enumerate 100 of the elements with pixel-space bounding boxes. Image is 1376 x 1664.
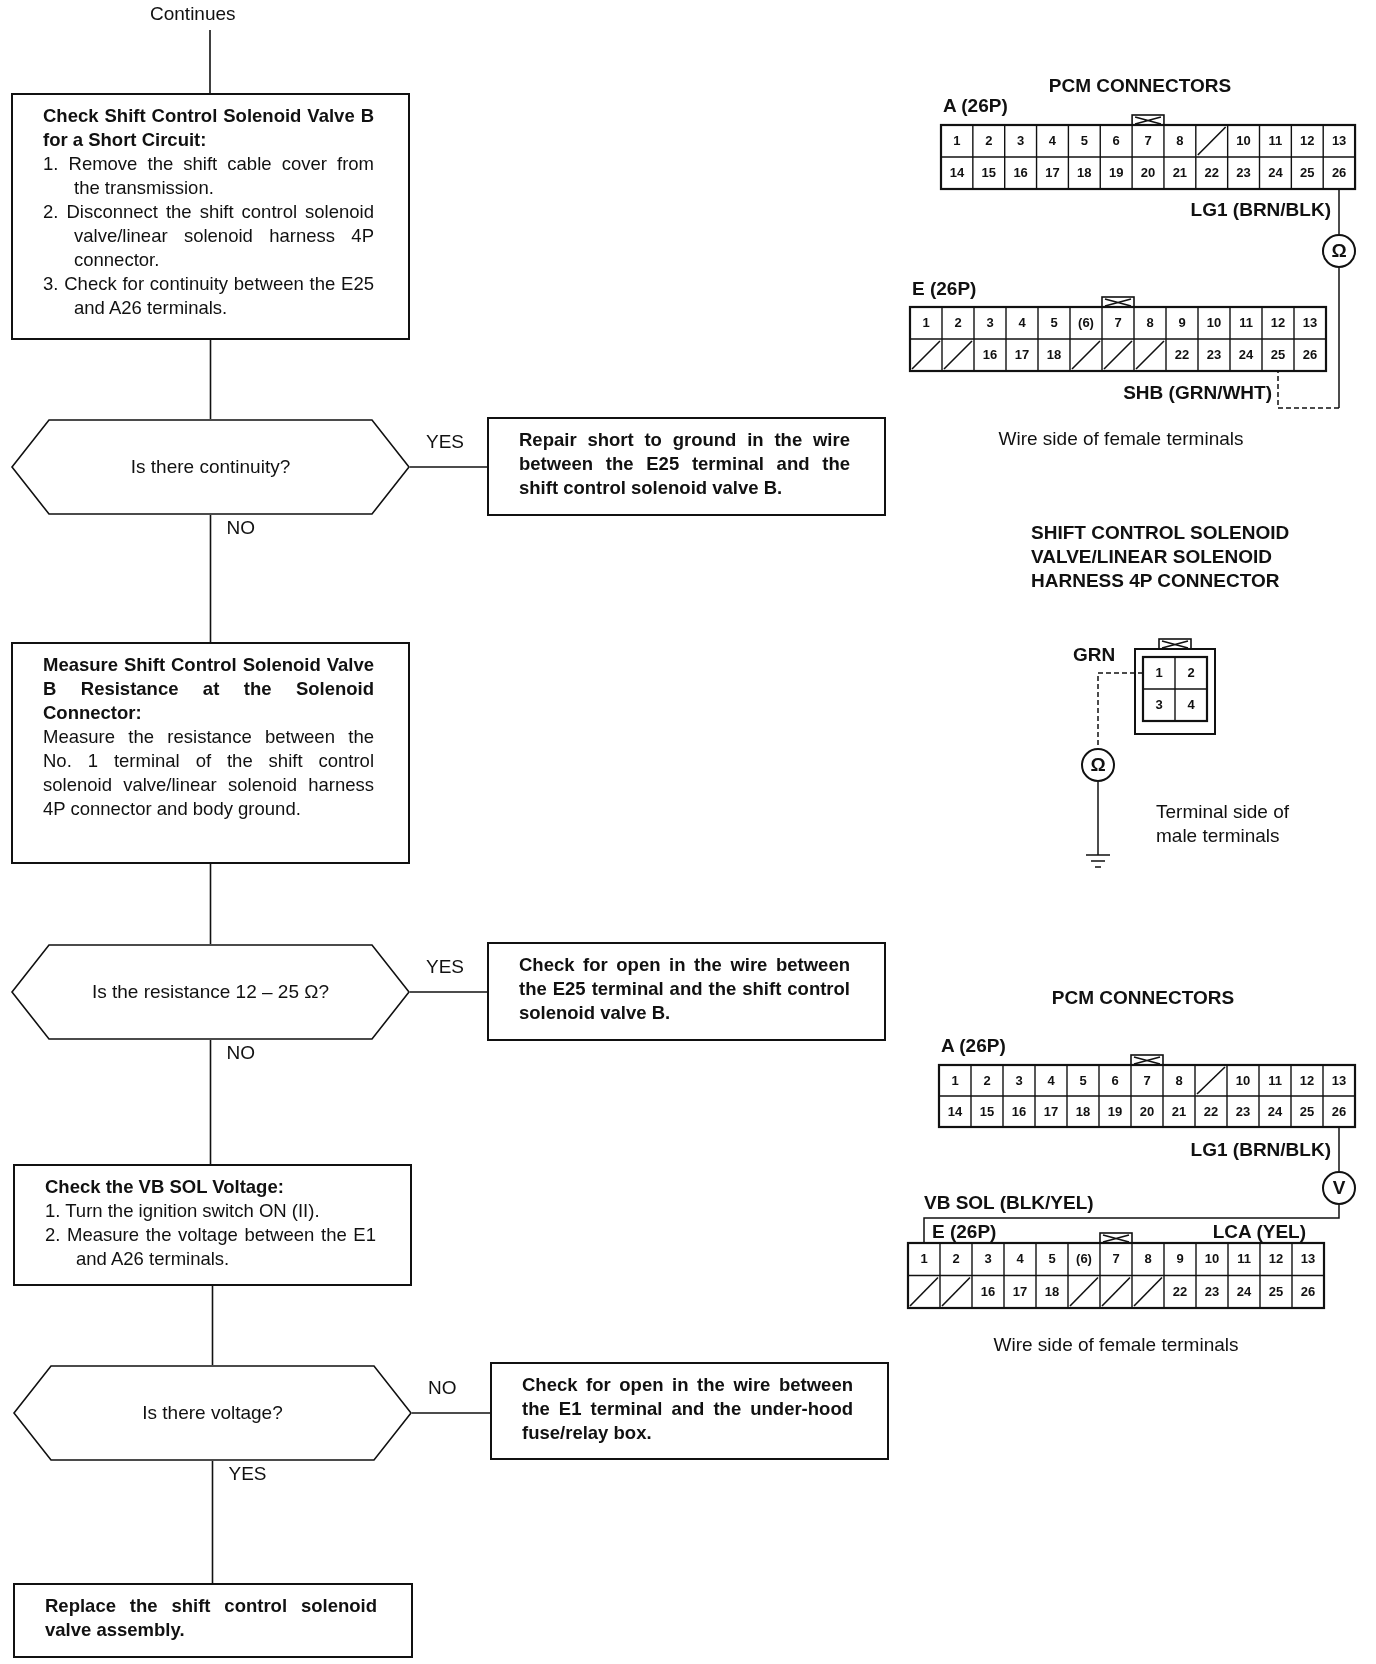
pin-number: 11 [1267, 1073, 1283, 1088]
connector-line [209, 1039, 212, 1165]
step-heading: Measure Shift Control Solenoid Valve B Resistance at the Solenoid Connector: [43, 653, 374, 725]
pin-number: 1 [921, 316, 931, 330]
pin-number: 20 [1138, 1104, 1156, 1119]
pin-number: 26 [1301, 348, 1319, 362]
pin-number: 22 [1171, 1284, 1189, 1299]
pin-number: 23 [1234, 1104, 1252, 1119]
wire-name: LG1 (BRN/BLK) [1190, 1138, 1331, 1162]
pin-number: 24 [1267, 166, 1284, 180]
pin-number: 4 [1017, 316, 1027, 330]
pin-number: 8 [1143, 1252, 1153, 1267]
connector-line [409, 991, 488, 993]
connector-name: A (26P) [941, 1034, 1006, 1058]
instruction-item: 1. Remove the shift cable cover from the transmission. [43, 152, 374, 200]
pin-number: 17 [1044, 166, 1061, 180]
pin-number: 25 [1298, 1104, 1316, 1119]
pin-number: 14 [948, 166, 966, 180]
connector-line [211, 1285, 214, 1366]
pin-number: 16 [981, 348, 999, 362]
instruction-item: 2. Disconnect the shift control solenoid valve/linear solenoid harness 4P connector. [43, 200, 374, 272]
pin-number: 13 [1299, 1252, 1317, 1267]
connector-name: E (26P) [912, 277, 977, 301]
pin-number: 12 [1269, 316, 1287, 330]
pin-number: 4 [1186, 698, 1196, 712]
pin-number: 5 [1078, 1073, 1088, 1088]
instruction-text: Measure the resistance between the No. 1 terminal of the shift control solenoid valve/linear solenoid harness 4P connector and body ground. [43, 725, 374, 821]
pin-number: 25 [1299, 166, 1316, 180]
connector-line [209, 339, 212, 420]
connector-line [209, 29, 211, 94]
wire-name: SHB (GRN/WHT) [1123, 381, 1272, 405]
pin-number: 5 [1047, 1252, 1057, 1267]
pin-number: 18 [1074, 1104, 1092, 1119]
pin-number: 12 [1267, 1252, 1285, 1267]
pin-number: 11 [1236, 1252, 1252, 1267]
pin-number: 1 [952, 134, 962, 148]
connector-line [209, 514, 212, 643]
connector-title: PCM CONNECTORS [1048, 74, 1232, 98]
pin-number: 19 [1107, 166, 1125, 180]
pin-number: 2 [982, 1073, 992, 1088]
voltmeter-symbol: V [1322, 1171, 1356, 1205]
pin-number: 1 [950, 1073, 960, 1088]
step-box [13, 1164, 412, 1286]
pin-number: 24 [1235, 1284, 1253, 1299]
wire-name: LCA (YEL) [1212, 1220, 1306, 1244]
pin-number: 8 [1175, 134, 1185, 148]
pin-number: 10 [1235, 134, 1252, 148]
ohmmeter-symbol: Ω [1322, 234, 1356, 268]
pin-number: 4 [1047, 134, 1058, 148]
pin-number: (6) [1075, 1252, 1093, 1267]
view-note: Wire side of female terminals [993, 1333, 1239, 1357]
connector-line [209, 863, 212, 945]
pin-number: 23 [1203, 1284, 1221, 1299]
decision-hexagon [11, 419, 410, 515]
pin-number: 10 [1234, 1073, 1252, 1088]
pin-number: 22 [1203, 166, 1220, 180]
pin-number: 24 [1237, 348, 1255, 362]
pin-number: 21 [1171, 166, 1189, 180]
connector-line [411, 1412, 491, 1414]
pin-number: 16 [1012, 166, 1029, 180]
pin-number: 26 [1299, 1284, 1317, 1299]
pin-number: 23 [1205, 348, 1223, 362]
pin-number: 6 [1110, 1073, 1120, 1088]
pin-number: 11 [1267, 134, 1284, 148]
pin-number: 17 [1011, 1284, 1029, 1299]
pin-number: 22 [1202, 1104, 1220, 1119]
question-text: Is there voltage? [142, 1401, 283, 1425]
pin-number: 18 [1043, 1284, 1061, 1299]
step-box [11, 642, 410, 864]
pin-number: 3 [983, 1252, 993, 1267]
pin-number: 12 [1298, 1073, 1316, 1088]
pin-number: 3 [1154, 698, 1164, 712]
pin-number: 10 [1203, 1252, 1221, 1267]
pin-number: 6 [1111, 134, 1121, 148]
pin-number: 14 [946, 1104, 964, 1119]
view-note: Wire side of female terminals [998, 427, 1244, 451]
connector-line [211, 1460, 214, 1584]
question-text: Is the resistance 12 – 25 Ω? [91, 980, 330, 1004]
step-heading: Check the VB SOL Voltage: [45, 1175, 285, 1199]
pin-number: 3 [1014, 1073, 1024, 1088]
pin-number: 13 [1330, 1073, 1348, 1088]
pin-number: 25 [1267, 1284, 1285, 1299]
action-text: Check for open in the wire between the E25 terminal and the shift control solenoid valve B. [519, 953, 850, 1025]
pin-number: 7 [1111, 1252, 1121, 1267]
pin-number: 16 [1010, 1104, 1028, 1119]
pin-number: 22 [1173, 348, 1191, 362]
pin-number: 7 [1113, 316, 1123, 330]
action-box [487, 942, 886, 1041]
question-text: Is there continuity? [130, 455, 291, 479]
pin-number: 23 [1235, 166, 1252, 180]
pin-number: 4 [1015, 1252, 1025, 1267]
wire-name: LG1 (BRN/BLK) [1190, 198, 1331, 222]
pin-number: 1 [1154, 666, 1164, 680]
wire-name: VB SOL (BLK/YEL) [924, 1191, 1094, 1215]
pin-number: 13 [1301, 316, 1319, 330]
pin-number: 15 [980, 166, 997, 180]
pin-number: 21 [1170, 1104, 1188, 1119]
pin-number: 13 [1330, 134, 1348, 148]
instruction-item: 1. Turn the ignition switch ON (II). [45, 1199, 321, 1223]
action-text: Repair short to ground in the wire between the E25 terminal and the shift control solenoid valve B. [519, 428, 850, 500]
